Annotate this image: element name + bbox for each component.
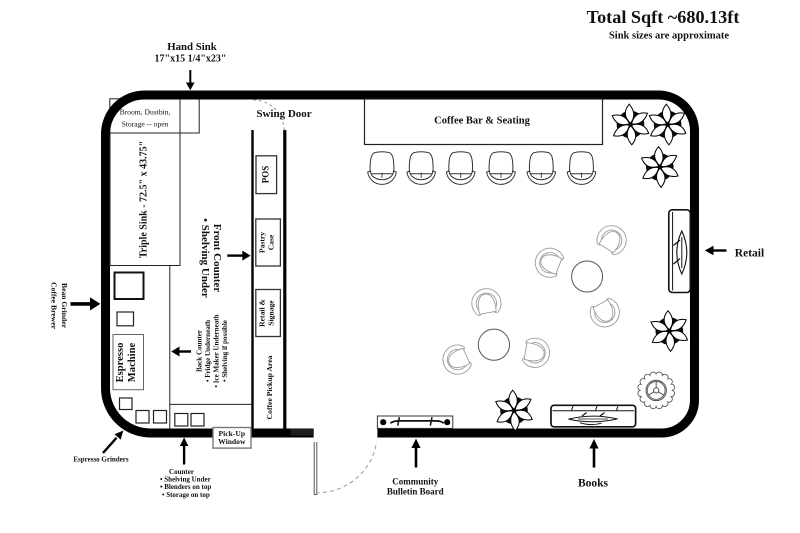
svg-text:Counter: Counter [169,468,194,476]
svg-text:Signage: Signage [267,300,276,326]
svg-text:• Ice Maker Underneath: • Ice Maker Underneath [213,314,221,387]
svg-text:Hand Sink: Hand Sink [167,41,217,53]
svg-text:Broom, Dustbin,: Broom, Dustbin, [120,108,171,117]
svg-text:Window: Window [218,437,246,446]
svg-text:Books: Books [578,478,609,490]
svg-text:Back Counter: Back Counter [196,330,204,372]
svg-text:17"x15 1/4"x23": 17"x15 1/4"x23" [155,53,227,64]
svg-text:• Shelving Under: • Shelving Under [199,218,211,298]
svg-text:• Storage on top: • Storage on top [162,491,210,499]
svg-text:Front Counter: Front Counter [211,224,223,293]
svg-text:Coffee Brewer: Coffee Brewer [50,282,59,330]
svg-text:Community: Community [392,476,439,486]
svg-text:Espresso Grinders: Espresso Grinders [73,456,129,464]
svg-text:Retail: Retail [735,248,764,260]
svg-text:Bean Grinder: Bean Grinder [60,283,69,329]
svg-text:Storage -- open: Storage -- open [122,120,169,129]
svg-text:Triple Sink - 72.5" x 43.75": Triple Sink - 72.5" x 43.75" [139,141,150,258]
svg-text:Machine: Machine [127,342,138,382]
svg-text:• Fridge Underneath: • Fridge Underneath [204,320,212,382]
svg-text:• Blenders on top: • Blenders on top [160,483,211,491]
svg-text:Retail &: Retail & [258,299,267,327]
svg-text:• Shelving if possible: • Shelving if possible [221,320,229,382]
svg-text:Pick-Up: Pick-Up [219,429,246,438]
svg-text:Case: Case [267,234,276,250]
svg-text:Total Sqft ~680.13ft: Total Sqft ~680.13ft [587,7,740,27]
svg-text:Swing Door: Swing Door [256,108,311,120]
svg-text:Pastry: Pastry [258,232,267,253]
svg-text:Bulletin Board: Bulletin Board [387,487,444,497]
svg-text:POS: POS [260,166,270,184]
svg-text:Coffee Pickup Area: Coffee Pickup Area [265,355,274,419]
svg-text:Coffee Bar & Seating: Coffee Bar & Seating [434,115,530,126]
svg-text:Espresso: Espresso [115,343,126,383]
svg-text:• Shelving Under: • Shelving Under [160,475,211,483]
svg-text:Sink sizes are approximate: Sink sizes are approximate [609,31,729,42]
